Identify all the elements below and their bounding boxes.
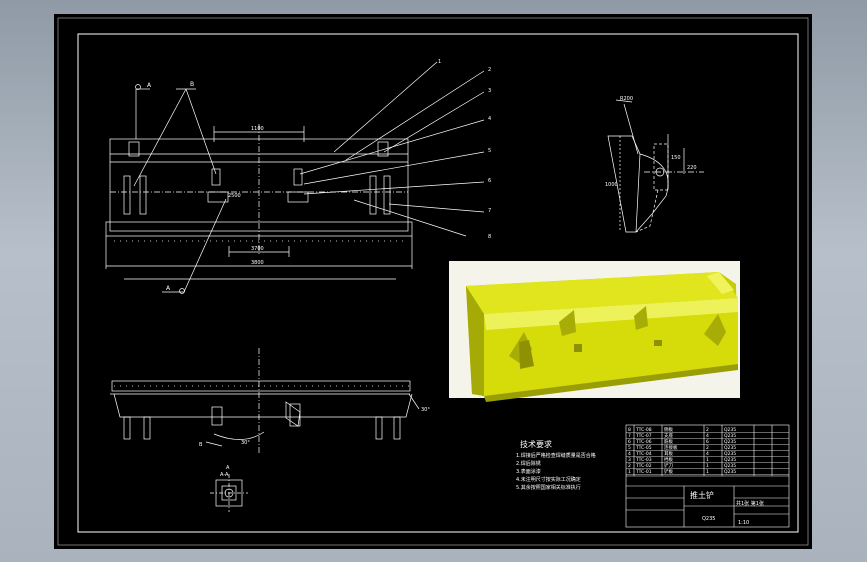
parts-cell: 6 <box>706 439 709 445</box>
parts-cell: 7 <box>628 433 631 439</box>
balloon-4: 4 <box>488 116 491 122</box>
parts-cell: TTC-06 <box>635 439 652 445</box>
parts-cell: 1 <box>706 469 709 475</box>
section-label-a: A <box>147 82 152 89</box>
balloon-8: 8 <box>488 234 491 240</box>
parts-cell: 5 <box>628 445 631 451</box>
section-label-a-bottom: A <box>166 285 171 292</box>
parts-cell: TTC-01 <box>635 469 652 475</box>
parts-cell: 1 <box>706 463 709 469</box>
title-block-sheet: 共1张 第1张 <box>736 500 764 507</box>
section-label-b: B <box>190 81 194 88</box>
parts-cell: 挡板 <box>664 456 673 463</box>
balloon-1: 1 <box>438 59 441 65</box>
parts-cell: 1 <box>706 457 709 463</box>
parts-cell: 2 <box>706 445 709 451</box>
parts-cell: 侧板 <box>664 426 673 433</box>
side-dim-2: 150 <box>671 155 681 161</box>
parts-cell: 支座 <box>664 432 673 439</box>
title-block-scale: 1:10 <box>738 520 749 526</box>
side-dim-3: 220 <box>687 165 697 171</box>
parts-cell: TTC-02 <box>635 463 652 469</box>
balloon-6: 6 <box>488 178 491 184</box>
parts-cell: 4 <box>706 433 709 439</box>
tech-line-3: 3.表面涂漆 <box>516 468 541 475</box>
parts-cell: Q235 <box>724 445 736 451</box>
parts-cell: TTC-08 <box>635 427 652 433</box>
balloon-7: 7 <box>488 208 491 214</box>
title-block-material: Q235 <box>702 516 715 522</box>
parts-cell: TTC-05 <box>635 445 652 451</box>
outer-border <box>57 17 809 546</box>
tech-line-2: 2.焊后除锈 <box>516 460 541 467</box>
section-label-b-bottom: B <box>199 442 203 448</box>
dim-overall: 3800 <box>251 260 264 266</box>
tech-line-4: 4.未注明尺寸按实际工况确定 <box>516 476 581 483</box>
inner-border <box>77 33 799 533</box>
parts-cell: 4 <box>628 451 631 457</box>
parts-cell: 铲刀 <box>664 462 673 469</box>
parts-cell: Q235 <box>724 433 736 439</box>
parts-cell: Q235 <box>724 463 736 469</box>
balloon-5: 5 <box>488 148 491 154</box>
parts-cell: Q235 <box>724 451 736 457</box>
dim-mid: 3700 <box>251 246 264 252</box>
dim-inner: 2500 <box>228 193 241 199</box>
angle-label-2: 30° <box>421 407 430 413</box>
dim-top: 1100 <box>251 126 264 132</box>
3d-model-view <box>449 261 740 402</box>
top-view <box>110 348 420 512</box>
parts-cell: 连接板 <box>664 444 678 451</box>
parts-cell: 4 <box>706 451 709 457</box>
parts-cell: Q235 <box>724 457 736 463</box>
parts-cell: Q235 <box>724 469 736 475</box>
balloon-2: 2 <box>488 67 491 73</box>
tech-line-5: 5.其余按照国家相关标准执行 <box>516 484 581 491</box>
parts-cell: 2 <box>706 427 709 433</box>
angle-label: 30° <box>241 440 250 446</box>
parts-cell: TTC-07 <box>635 433 652 439</box>
cad-drawing: A B A 1100 3700 3800 2500 1 2 3 4 5 6 7 … <box>57 17 809 546</box>
drawing-sheet: A B A 1100 3700 3800 2500 1 2 3 4 5 6 7 … <box>54 14 812 549</box>
side-view <box>607 99 704 233</box>
side-dim-1: R200 <box>620 96 633 102</box>
tech-line-1: 1.焊接后严格检查焊缝质量是否合格 <box>516 452 596 459</box>
title-block-name: 推土铲 <box>690 490 714 500</box>
parts-cell: 2 <box>628 463 631 469</box>
parts-cell: TTC-04 <box>635 451 652 457</box>
parts-cell: 筋板 <box>664 438 673 445</box>
parts-cell: 耳板 <box>664 450 673 457</box>
tech-heading: 技术要求 <box>520 439 552 449</box>
parts-cell: 1 <box>628 469 631 475</box>
front-view <box>105 61 485 294</box>
parts-cell: Q235 <box>724 427 736 433</box>
parts-cell: TTC-03 <box>635 457 652 463</box>
parts-cell: 8 <box>628 427 631 433</box>
parts-cell: 铲板 <box>664 468 673 475</box>
parts-cell: Q235 <box>724 439 736 445</box>
balloon-3: 3 <box>488 88 491 94</box>
side-dim-height: 1000 <box>605 182 618 188</box>
detail-label-top: A <box>226 465 230 471</box>
parts-cell: 6 <box>628 439 631 445</box>
detail-label-aa: A-A <box>220 472 229 478</box>
parts-cell: 3 <box>628 457 631 463</box>
